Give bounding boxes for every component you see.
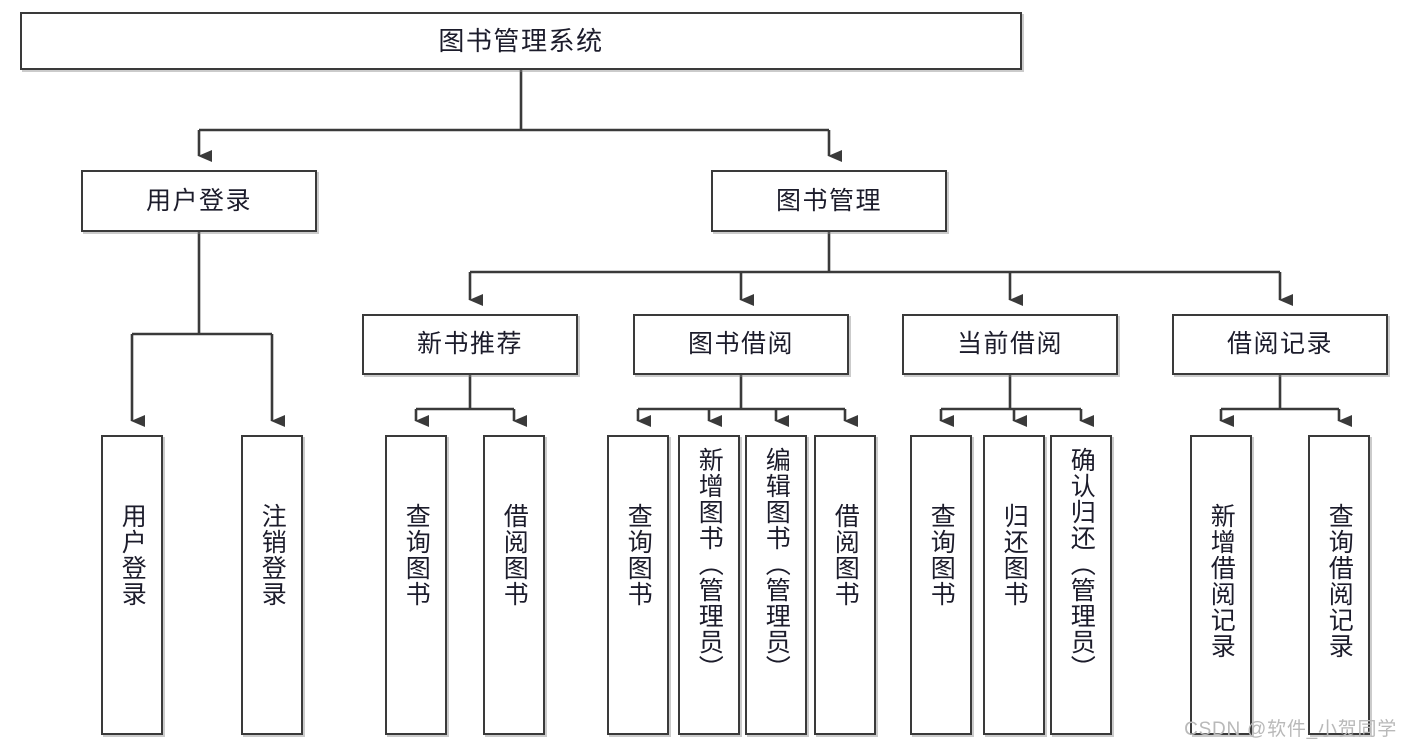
node-label: 新书推荐 — [416, 330, 523, 358]
csdn-watermark: CSDN @软件_小贺同学 — [1184, 719, 1397, 740]
leaf-add-book-admin[interactable]: 新增图书（管理员） — [678, 435, 740, 735]
leaf-borrow-book[interactable]: 借阅图书 — [814, 435, 876, 735]
node-book-management[interactable]: 图书管理 — [711, 170, 947, 232]
node-root-system[interactable]: 图书管理系统 — [20, 12, 1022, 70]
leaf-return-book[interactable]: 归还图书 — [983, 435, 1045, 735]
node-label: 注销登录 — [258, 503, 287, 607]
node-user-login[interactable]: 用户登录 — [81, 170, 317, 232]
leaf-logout[interactable]: 注销登录 — [241, 435, 303, 735]
node-label: 新增图书（管理员） — [695, 447, 724, 681]
leaf-query-borrow-record[interactable]: 查询借阅记录 — [1308, 435, 1370, 735]
node-label: 查询借阅记录 — [1325, 503, 1354, 659]
leaf-borrow-book-recommend[interactable]: 借阅图书 — [483, 435, 545, 735]
node-label: 借阅图书 — [831, 503, 860, 607]
node-new-book-recommend[interactable]: 新书推荐 — [362, 314, 578, 375]
node-label: 归还图书 — [1000, 503, 1029, 607]
node-label: 查询图书 — [927, 503, 956, 607]
node-book-borrow[interactable]: 图书借阅 — [633, 314, 849, 375]
leaf-edit-book-admin[interactable]: 编辑图书（管理员） — [745, 435, 807, 735]
node-borrow-records[interactable]: 借阅记录 — [1172, 314, 1388, 375]
node-label: 借阅记录 — [1226, 330, 1333, 358]
node-label: 新增借阅记录 — [1207, 503, 1236, 659]
node-label: 图书借阅 — [687, 330, 794, 358]
leaf-user-login[interactable]: 用户登录 — [101, 435, 163, 735]
node-label: 查询图书 — [402, 503, 431, 607]
leaf-query-book-recommend[interactable]: 查询图书 — [385, 435, 447, 735]
node-label: 确认归还（管理员） — [1067, 447, 1096, 681]
node-current-borrow[interactable]: 当前借阅 — [902, 314, 1118, 375]
leaf-query-book-current[interactable]: 查询图书 — [910, 435, 972, 735]
node-label: 用户登录 — [145, 186, 252, 215]
node-label: 编辑图书（管理员） — [762, 447, 791, 681]
node-label: 当前借阅 — [956, 330, 1063, 358]
node-label: 图书管理系统 — [438, 26, 604, 56]
leaf-add-borrow-record[interactable]: 新增借阅记录 — [1190, 435, 1252, 735]
node-label: 查询图书 — [624, 503, 653, 607]
leaf-query-book-borrow[interactable]: 查询图书 — [607, 435, 669, 735]
leaf-confirm-return-admin[interactable]: 确认归还（管理员） — [1050, 435, 1112, 735]
node-label: 图书管理 — [775, 186, 882, 215]
node-label: 借阅图书 — [500, 503, 529, 607]
node-label: 用户登录 — [118, 503, 147, 607]
